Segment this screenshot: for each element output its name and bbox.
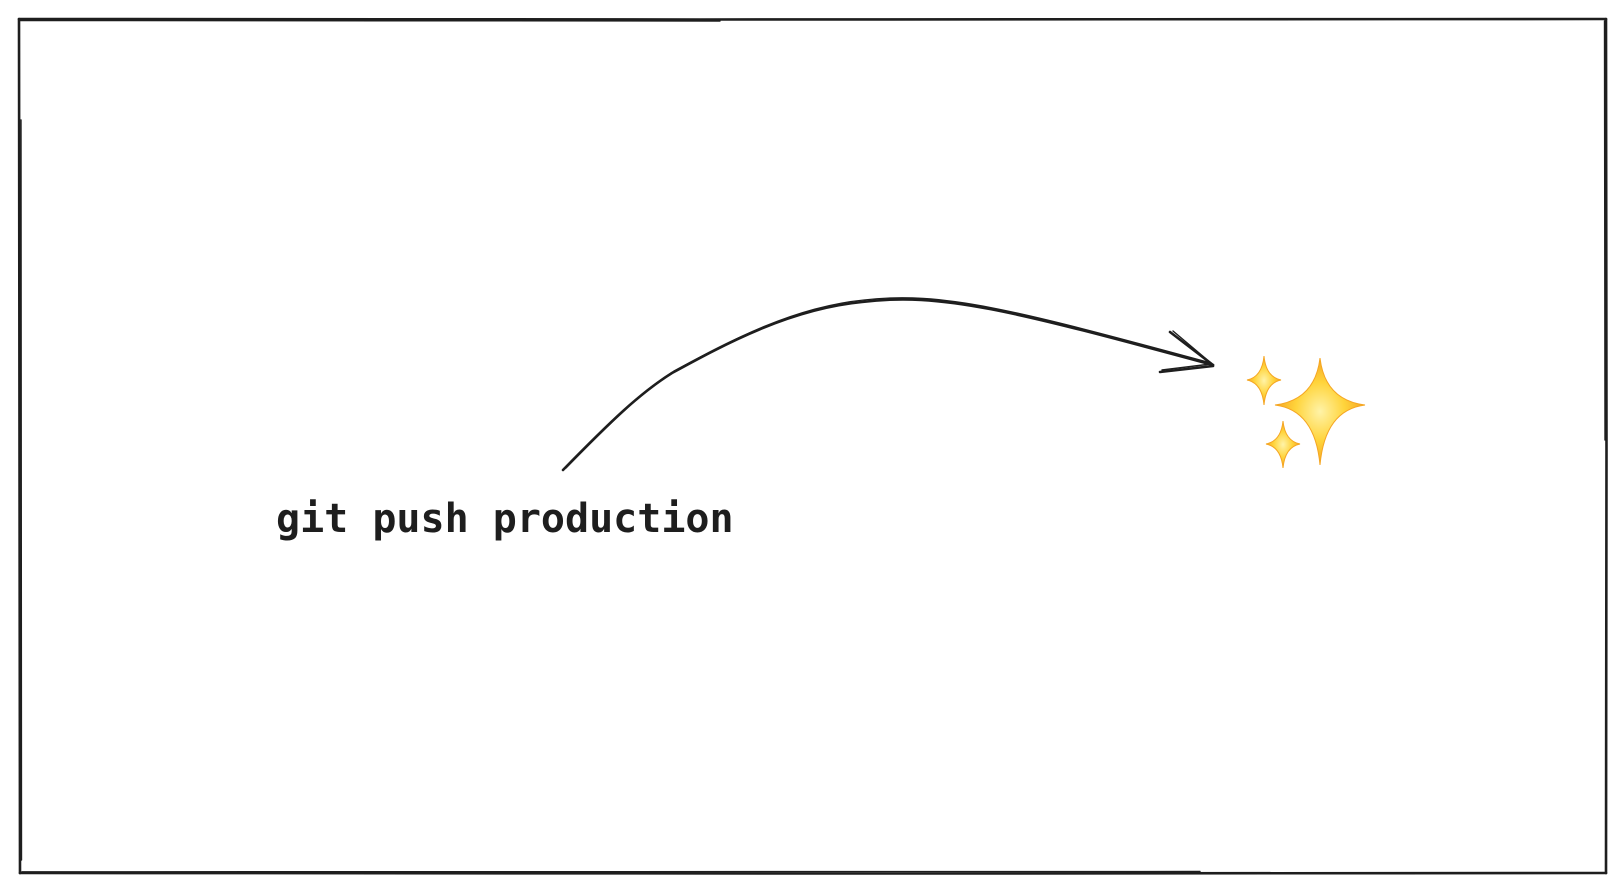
sparkles-icon [1246,355,1366,469]
sparkle-small-top [1246,355,1282,406]
sparkle-large [1274,357,1366,466]
command-label: git push production [276,496,734,542]
arrowhead [1158,330,1215,374]
curved-arrow [561,297,1215,472]
frame [17,17,1608,875]
sparkle-small-bottom [1265,420,1301,469]
